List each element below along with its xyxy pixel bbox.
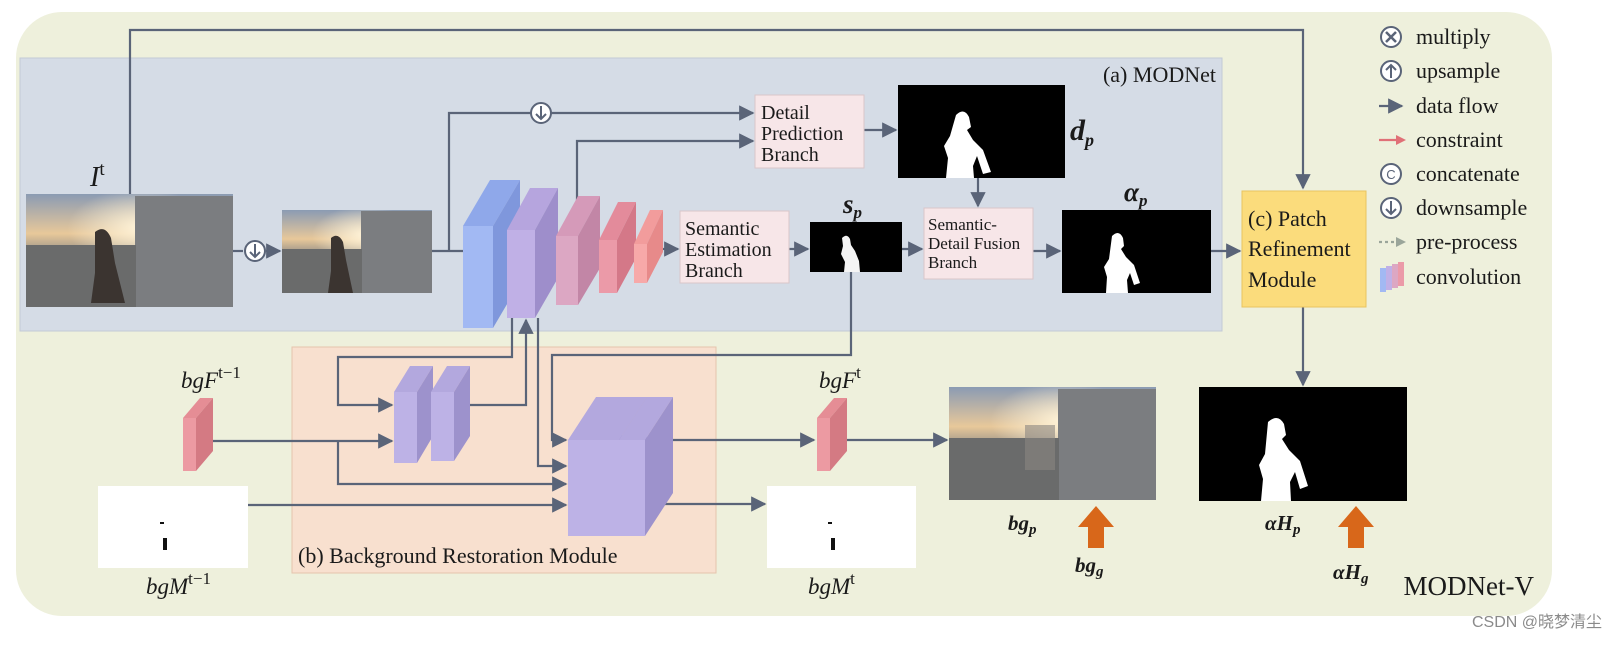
alpha-matte-label: αp bbox=[1124, 177, 1147, 210]
legend-label-concatenate: concatenate bbox=[1416, 161, 1520, 186]
legend: C multiply upsample data flow constraint… bbox=[1379, 24, 1527, 292]
svg-text:Branch: Branch bbox=[928, 253, 978, 272]
restored-bg-label: bgp bbox=[1008, 511, 1037, 538]
bg-mask-prev-image bbox=[98, 486, 248, 568]
restored-background-image bbox=[949, 387, 1156, 500]
svg-text:Refinement: Refinement bbox=[1248, 236, 1351, 261]
refined-matte-image bbox=[1199, 387, 1407, 501]
svg-text:Branch: Branch bbox=[761, 144, 819, 166]
bg-feature-prev-label: bgFt−1 bbox=[181, 363, 241, 393]
input-frame-image bbox=[26, 194, 233, 307]
downsample-icon bbox=[1380, 197, 1402, 219]
legend-label-upsample: upsample bbox=[1416, 58, 1500, 83]
data-flow-arrows bbox=[128, 28, 1311, 513]
modnet-panel-title: (a) MODNet bbox=[1103, 62, 1216, 87]
concatenate-icon: C bbox=[1380, 163, 1402, 185]
matte-ground-truth-arrow-icon bbox=[1338, 506, 1374, 548]
bg-ground-truth-label: bgg bbox=[1075, 553, 1104, 580]
brm-large-conv-layers bbox=[568, 397, 673, 536]
patch-refinement-module: (c) Patch Refinement Module bbox=[1241, 190, 1367, 308]
bg-mask-label: bgMt bbox=[808, 569, 855, 599]
bg-feature-label: bgFt bbox=[819, 363, 861, 393]
upsample-icon bbox=[1380, 60, 1402, 82]
svg-text:(c) Patch: (c) Patch bbox=[1248, 206, 1327, 231]
matte-ground-truth-label: αHg bbox=[1333, 560, 1369, 587]
svg-text:C: C bbox=[1386, 167, 1395, 182]
downsample-op-icon bbox=[244, 240, 266, 262]
constraint-icon bbox=[1379, 135, 1406, 145]
semantic-estimation-branch: Semantic Estimation Branch bbox=[679, 210, 790, 284]
legend-label-multiply: multiply bbox=[1416, 24, 1491, 49]
alpha-matte-image bbox=[1062, 210, 1211, 293]
svg-text:Detail: Detail bbox=[761, 102, 810, 124]
bg-ground-truth-arrow-icon bbox=[1078, 506, 1114, 548]
svg-text:Estimation: Estimation bbox=[685, 239, 772, 261]
outer-title: MODNet-V bbox=[1404, 571, 1535, 601]
svg-text:Semantic-: Semantic- bbox=[928, 215, 997, 234]
downsampled-frame-image bbox=[282, 210, 432, 293]
svg-text:Detail Fusion: Detail Fusion bbox=[928, 234, 1021, 253]
legend-label-downsample: downsample bbox=[1416, 195, 1527, 220]
semantic-detail-fusion-branch: Semantic- Detail Fusion Branch bbox=[923, 207, 1034, 280]
bg-feature-prev-block bbox=[183, 398, 213, 471]
multiply-icon bbox=[1380, 26, 1402, 48]
brm-panel-title: (b) Background Restoration Module bbox=[298, 543, 618, 568]
downsample-op-icon bbox=[530, 102, 552, 124]
detail-prediction-branch: Detail Prediction Branch bbox=[754, 94, 865, 169]
bg-feature-block bbox=[817, 398, 847, 471]
brm-small-conv-layers bbox=[394, 366, 470, 463]
semantic-map-image bbox=[810, 222, 902, 272]
legend-label-pre-process: pre-process bbox=[1416, 229, 1517, 254]
watermark: CSDN @晓梦清尘 bbox=[1472, 613, 1602, 631]
svg-text:Module: Module bbox=[1248, 267, 1316, 292]
legend-label-convolution: convolution bbox=[1416, 264, 1521, 289]
refined-matte-label: αHp bbox=[1265, 511, 1301, 538]
bg-mask-prev-label: bgMt−1 bbox=[146, 569, 211, 599]
encoder-conv-layers bbox=[463, 180, 663, 328]
detail-map-image bbox=[898, 85, 1065, 178]
legend-label-constraint: constraint bbox=[1416, 127, 1503, 152]
legend-label-data-flow: data flow bbox=[1416, 93, 1499, 118]
pre-process-icon bbox=[1379, 237, 1406, 247]
bg-mask-image bbox=[767, 486, 916, 568]
semantic-map-label: sp bbox=[842, 189, 862, 222]
svg-text:Semantic: Semantic bbox=[685, 218, 760, 240]
convolution-icon bbox=[1380, 262, 1404, 292]
detail-map-label: dp bbox=[1070, 114, 1094, 150]
svg-text:Branch: Branch bbox=[685, 260, 743, 282]
input-label: It bbox=[89, 159, 105, 193]
svg-text:Prediction: Prediction bbox=[761, 123, 843, 145]
